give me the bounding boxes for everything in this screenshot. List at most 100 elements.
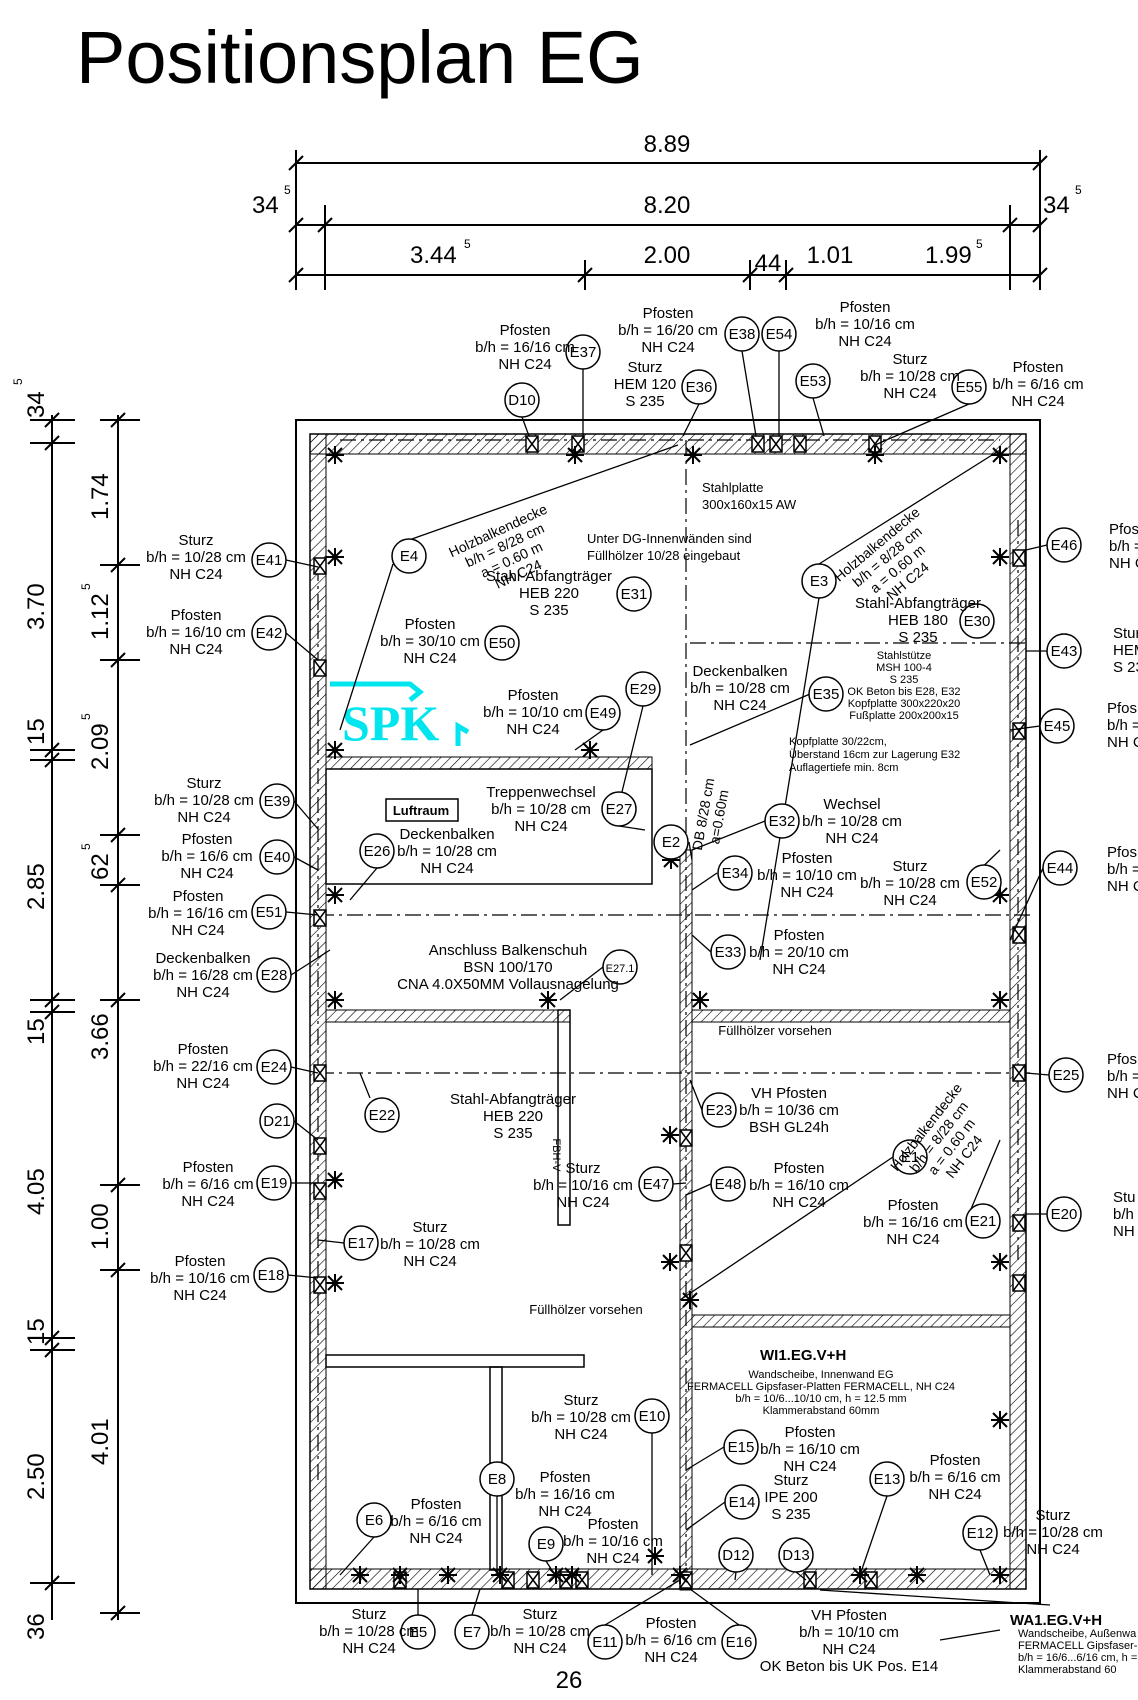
position-tag: D10: [504, 382, 540, 418]
position-tag: E54: [761, 316, 797, 352]
position-label-line: b/h = 10/10 cm: [757, 867, 857, 884]
position-label-line: b/h = 10/28 cm: [380, 1236, 480, 1253]
position-label-line: Sturz: [522, 1606, 557, 1623]
leader-line: [741, 350, 757, 437]
position-tag-label: E44: [1047, 860, 1074, 877]
position-label-line: BSN 100/170: [463, 959, 552, 976]
position-tag-circle: [391, 538, 427, 574]
position-tag-circle: [710, 934, 746, 970]
support-star: [326, 1274, 344, 1292]
position-tag-circle: [653, 824, 689, 860]
position-tag: E39: [259, 783, 295, 819]
support-star: [547, 1566, 565, 1584]
leader-line: [818, 449, 1001, 565]
position-tag: E15: [723, 1429, 759, 1465]
position-label-line: b/h = 16/16 cm: [863, 1214, 963, 1231]
leader-line: [682, 403, 700, 437]
position-label-line: WI1.EG.V+H: [760, 1347, 846, 1364]
position-label-line: b/h = 16/10 cm: [146, 624, 246, 641]
position-label-line: 300x160x15 AW: [702, 497, 797, 512]
position-label-line: Pfos: [1107, 700, 1137, 717]
leader-line: [1009, 725, 1041, 731]
position-label-line: Deckenbalken: [692, 663, 787, 680]
position-tag: E18: [253, 1257, 289, 1293]
position-label-line: NH C24: [886, 1231, 939, 1248]
position-tag-label: E15: [728, 1439, 755, 1456]
position-tag-circle: [962, 1515, 998, 1551]
position-tag-circle: [966, 864, 1002, 900]
position-tag-circle: [585, 695, 621, 731]
position-tag: E35: [808, 676, 844, 712]
position-label: Kopfplatte 30/22cm,Überstand 16cm zur La…: [789, 736, 960, 774]
position-tag: E17: [343, 1225, 379, 1261]
position-tag-circle: [801, 563, 837, 599]
position-label-line: Füllhölzer vorsehen: [529, 1302, 642, 1317]
dim-left-4-05: 4.05: [23, 1168, 50, 1215]
position-label-line: NH C24: [556, 1194, 609, 1211]
position-tag: E21: [965, 1203, 1001, 1239]
position-label-line: b/h = 10/28 cm: [154, 792, 254, 809]
position-tag: E2: [653, 824, 689, 860]
position-tag-circle: [724, 316, 760, 352]
position-tag-circle: [761, 316, 797, 352]
position-label-line: Stahlstütze: [877, 650, 931, 662]
left-dimension-ticks: [44, 412, 126, 1621]
position-label-line: Pfosten: [173, 888, 224, 905]
support-star: [991, 991, 1009, 1009]
position-tag-circle: [256, 1165, 292, 1201]
position-label-line: OK Beton bis UK Pos. E14: [760, 1658, 938, 1675]
position-label-line: NH C24: [176, 1075, 229, 1092]
position-label-line: Pfosten: [774, 927, 825, 944]
leader-line: [619, 705, 644, 801]
post-symbol: [1012, 1214, 1026, 1232]
position-tag-circle: [721, 1624, 757, 1660]
position-tag-label: E8: [488, 1471, 506, 1488]
position-label-line: NH C24: [713, 697, 766, 714]
position-label-line: NH C24: [171, 922, 224, 939]
position-label-line: b/h = 10/28 cm: [146, 549, 246, 566]
position-label-line: NH C: [1109, 555, 1138, 572]
position-tag: E23: [701, 1092, 737, 1128]
position-label-line: Pfosten: [171, 607, 222, 624]
position-tag-label: E17: [348, 1235, 375, 1252]
position-tag: E38: [724, 316, 760, 352]
position-label-line: HEB 220: [519, 585, 579, 602]
position-tag-circle: [951, 369, 987, 405]
position-label-line: Auflagertiefe min. 8cm: [789, 762, 898, 774]
position-tag: E46: [1046, 527, 1082, 563]
leader-line: [859, 1495, 888, 1576]
position-tag-circle: [356, 1502, 392, 1538]
position-tag-label: E33: [715, 944, 742, 961]
position-tag-label: E54: [766, 326, 793, 343]
position-label-line: Wandscheibe, Außenwa: [1018, 1628, 1137, 1640]
slab-label-line: FBH-V: [550, 1139, 562, 1173]
position-label-line: Pfosten: [774, 1160, 825, 1177]
position-label-line: Pfosten: [540, 1469, 591, 1486]
position-label-line: b/h = 16/6...6/16 cm, h =: [1018, 1652, 1137, 1664]
position-label-line: NH C24: [554, 1426, 607, 1443]
position-label-line: NH C24: [420, 860, 473, 877]
post-symbol: [313, 1137, 327, 1155]
position-label-line: Pfosten: [840, 299, 891, 316]
dim-superscript: 5: [464, 237, 471, 251]
position-tag-label: E27.1: [606, 963, 635, 975]
position-label-line: Pfos: [1107, 844, 1137, 861]
position-label-line: Pfosten: [588, 1516, 639, 1533]
leader-line: [672, 1182, 687, 1185]
position-label-line: Pfosten: [643, 305, 694, 322]
position-label-line: Sturz: [892, 351, 927, 368]
leader-lines: [285, 350, 1051, 1641]
position-tag-label: E16: [726, 1634, 753, 1651]
support-star: [646, 1547, 664, 1565]
position-label-line: BSH GL24h: [749, 1119, 829, 1136]
